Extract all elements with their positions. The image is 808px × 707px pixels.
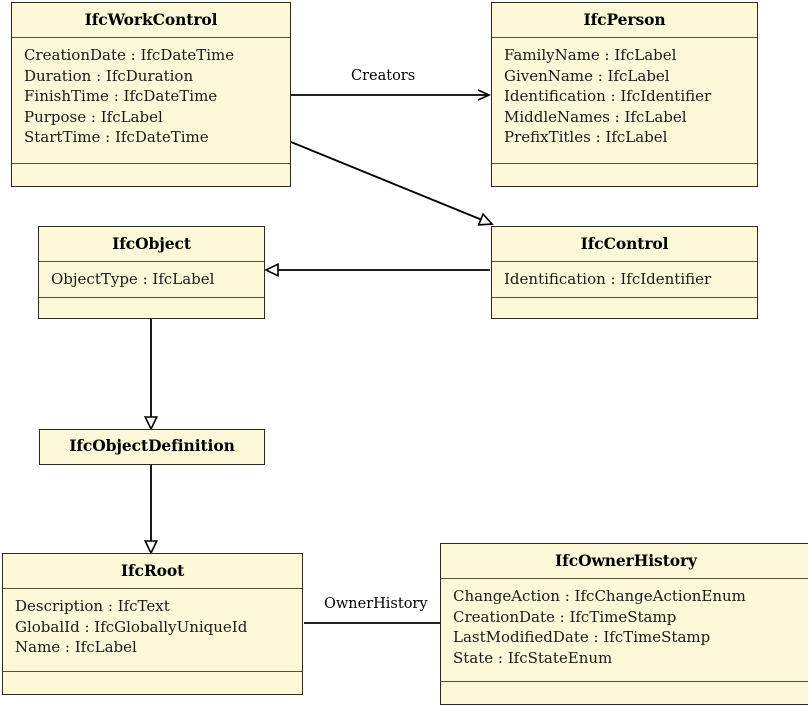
class-title: IfcObjectDefinition (69, 436, 235, 455)
class-box-ifcownerhistory[interactable]: IfcOwnerHistory ChangeAction : IfcChange… (440, 543, 808, 705)
class-attributes: CreationDate : IfcDateTime Duration : If… (12, 38, 290, 164)
attribute-row: Identification : IfcIdentifier (504, 270, 712, 288)
class-operations (3, 672, 302, 694)
class-title: IfcObject (39, 227, 264, 262)
class-box-ifcperson[interactable]: IfcPerson FamilyName : IfcLabel GivenNam… (491, 2, 758, 187)
class-attributes: ChangeAction : IfcChangeActionEnum Creat… (441, 579, 808, 682)
class-operations (492, 298, 757, 320)
attribute-row: ChangeAction : IfcChangeActionEnum (453, 587, 746, 605)
attribute-row: GlobalId : IfcGloballyUniqueId (15, 617, 248, 636)
class-operations (39, 298, 264, 320)
class-attributes: Description : IfcText GlobalId : IfcGlob… (3, 589, 302, 672)
attribute-row: Purpose : IfcLabel (24, 107, 163, 126)
edge-label-creators: Creators (351, 68, 416, 84)
class-box-ifcobjectdefinition[interactable]: IfcObjectDefinition (39, 429, 265, 465)
attribute-row: Description : IfcText (15, 597, 170, 615)
attribute-row: ObjectType : IfcLabel (51, 270, 215, 288)
class-attributes: Identification : IfcIdentifier (492, 262, 757, 298)
attribute-row: LastModifiedDate : IfcTimeStamp (453, 628, 711, 647)
class-operations (492, 164, 757, 186)
attribute-row: GivenName : IfcLabel (504, 66, 670, 85)
attribute-row: FamilyName : IfcLabel (504, 46, 677, 64)
class-title: IfcControl (492, 227, 757, 262)
attribute-row: CreationDate : IfcDateTime (24, 46, 235, 64)
edge-label-ownerhistory: OwnerHistory (324, 596, 428, 612)
attribute-row: Identification : IfcIdentifier (504, 87, 712, 106)
class-operations (441, 682, 808, 704)
class-box-ifcworkcontrol[interactable]: IfcWorkControl CreationDate : IfcDateTim… (11, 2, 291, 187)
attribute-row: PrefixTitles : IfcLabel (504, 128, 668, 147)
class-box-ifcroot[interactable]: IfcRoot Description : IfcText GlobalId :… (2, 553, 303, 695)
class-box-ifcobject[interactable]: IfcObject ObjectType : IfcLabel (38, 226, 265, 319)
attribute-row: State : IfcStateEnum (453, 648, 613, 667)
class-title: IfcOwnerHistory (441, 544, 808, 579)
attribute-row: Duration : IfcDuration (24, 66, 194, 85)
attribute-row: FinishTime : IfcDateTime (24, 87, 218, 106)
class-operations (12, 164, 290, 186)
class-attributes: FamilyName : IfcLabel GivenName : IfcLab… (492, 38, 757, 164)
class-title: IfcPerson (492, 3, 757, 38)
class-attributes: ObjectType : IfcLabel (39, 262, 264, 298)
class-title: IfcWorkControl (12, 3, 290, 38)
attribute-row: CreationDate : IfcTimeStamp (453, 607, 677, 626)
attribute-row: Name : IfcLabel (15, 638, 137, 657)
attribute-row: StartTime : IfcDateTime (24, 128, 209, 147)
edge-workcontrol-control (290, 141, 492, 224)
class-title: IfcRoot (3, 554, 302, 589)
class-box-ifccontrol[interactable]: IfcControl Identification : IfcIdentifie… (491, 226, 758, 319)
attribute-row: MiddleNames : IfcLabel (504, 107, 687, 126)
